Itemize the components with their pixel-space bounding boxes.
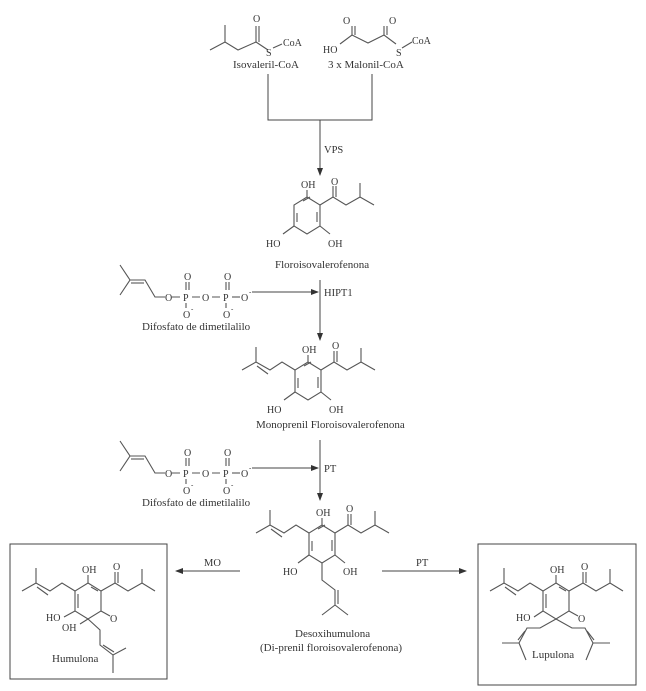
svg-text:O: O (184, 448, 191, 459)
svg-text:O: O (578, 614, 585, 625)
svg-text:P: P (183, 469, 189, 480)
dmapp-1-label: Difosfato de dimetilalilo (142, 321, 251, 333)
svg-text:S: S (266, 48, 272, 59)
desoxihumulona-structure: OH O HO OH (255, 504, 390, 616)
svg-text:O: O (241, 469, 248, 480)
svg-text:HO: HO (516, 613, 530, 624)
isovaleril-coa-structure: O S CoA (209, 14, 303, 59)
svg-text:CoA: CoA (283, 38, 303, 49)
floroisovalerofenona-label: Floroisovalerofenona (275, 259, 369, 271)
dmapp-2-structure: O P O P O - O O O O - - (119, 440, 252, 497)
svg-text:S: S (396, 48, 402, 59)
svg-text:O: O (331, 177, 338, 188)
enzyme-hipt1: HIPT1 (324, 288, 353, 299)
desoxihumulona-label: Desoxihumulona (295, 628, 370, 640)
lupulona-label: Lupulona (532, 649, 574, 661)
svg-text:O: O (110, 614, 117, 625)
enzyme-mo: MO (204, 558, 221, 569)
svg-text:-: - (249, 288, 252, 296)
svg-text:OH: OH (550, 565, 564, 576)
svg-text:O: O (346, 504, 353, 515)
svg-text:HO: HO (267, 405, 281, 416)
monoprenil-structure: OH O HO OH (241, 341, 376, 416)
svg-text:OH: OH (82, 565, 96, 576)
svg-text:-: - (191, 481, 194, 489)
svg-text:OH: OH (328, 239, 342, 250)
svg-text:OH: OH (316, 508, 330, 519)
svg-text:O: O (343, 16, 350, 27)
svg-text:CoA: CoA (412, 36, 432, 47)
svg-text:O: O (202, 293, 209, 304)
svg-text:O: O (165, 293, 172, 304)
svg-text:O: O (184, 272, 191, 283)
svg-text:O: O (224, 448, 231, 459)
svg-text:OH: OH (301, 180, 315, 191)
svg-text:-: - (191, 305, 194, 313)
svg-text:O: O (113, 562, 120, 573)
svg-text:-: - (249, 464, 252, 472)
svg-text:O: O (202, 469, 209, 480)
malonil-coa-label: 3 x Malonil-CoA (328, 59, 404, 71)
svg-text:O: O (241, 293, 248, 304)
desoxihumulona-sublabel: (Di-prenil floroisovalerofenona) (260, 642, 402, 654)
dmapp-1-structure: O P O P O - O O O O - - (119, 264, 252, 321)
svg-text:OH: OH (329, 405, 343, 416)
svg-text:O: O (223, 486, 230, 497)
svg-text:-: - (231, 481, 234, 489)
svg-text:HO: HO (46, 613, 60, 624)
humulona-box (9, 543, 168, 680)
svg-text:O: O (183, 486, 190, 497)
svg-text:O: O (332, 341, 339, 352)
svg-text:OH: OH (343, 567, 357, 578)
svg-text:HO: HO (266, 239, 280, 250)
monoprenil-label: Monoprenil Floroisovalerofenona (256, 419, 405, 431)
svg-text:-: - (231, 305, 234, 313)
enzyme-vps: VPS (324, 145, 343, 156)
merge-connector (267, 74, 373, 121)
svg-text:O: O (253, 14, 260, 25)
enzyme-pt-2: PT (416, 558, 429, 569)
isovaleril-coa-label: Isovaleril-CoA (233, 59, 299, 71)
svg-text:P: P (183, 293, 189, 304)
svg-text:HO: HO (283, 567, 297, 578)
svg-text:O: O (183, 310, 190, 321)
svg-text:O: O (389, 16, 396, 27)
svg-text:O: O (581, 562, 588, 573)
dmapp-2-label: Difosfato de dimetilalilo (142, 497, 251, 509)
lupulona-structure: OH O O HO (489, 562, 624, 661)
malonil-coa-structure: O O HO S CoA (323, 16, 432, 59)
floroisovalerofenona-structure: OH O HO OH (266, 177, 375, 250)
lupulona-box (477, 543, 637, 686)
humulona-structure: OH O O HO OH (21, 562, 156, 673)
svg-text:O: O (165, 469, 172, 480)
svg-text:OH: OH (302, 345, 316, 356)
svg-text:OH: OH (62, 623, 76, 634)
svg-text:P: P (223, 293, 229, 304)
svg-text:O: O (223, 310, 230, 321)
enzyme-pt-1: PT (324, 464, 337, 475)
humulona-label: Humulona (52, 653, 99, 665)
svg-text:HO: HO (323, 45, 337, 56)
svg-text:P: P (223, 469, 229, 480)
svg-text:O: O (224, 272, 231, 283)
